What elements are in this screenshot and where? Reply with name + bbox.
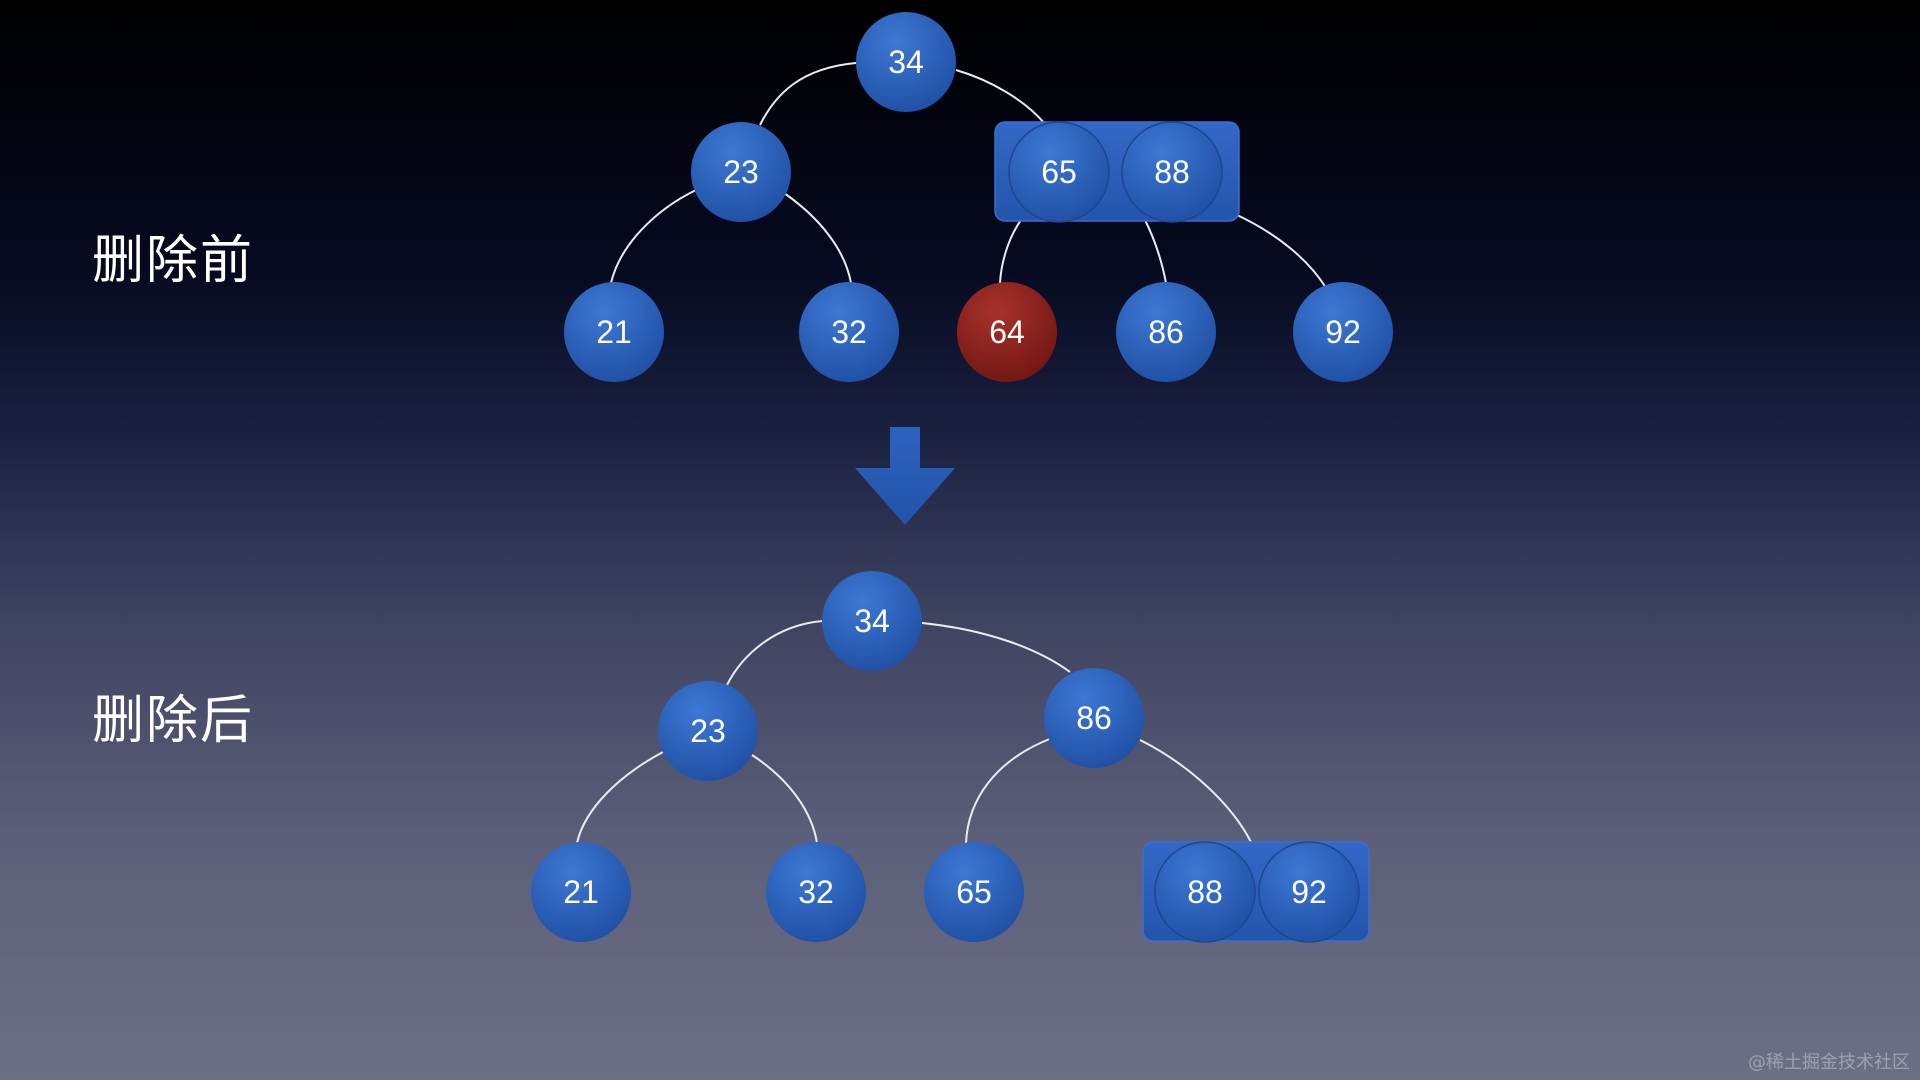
node-after-32-label: 32 <box>798 874 834 910</box>
node-32: 32 <box>799 282 899 382</box>
node-92-label: 92 <box>1325 314 1361 350</box>
node-21-label: 21 <box>596 314 632 350</box>
after-tree: 34 23 86 21 32 65 88 9 <box>531 571 1370 943</box>
watermark: @稀土掘金技术社区 <box>1748 1052 1910 1073</box>
node-after-65-label: 65 <box>956 874 992 910</box>
node-32-label: 32 <box>831 314 867 350</box>
edge-group-86 <box>1144 219 1167 284</box>
node-after-34-label: 34 <box>854 603 890 639</box>
node-23-label: 23 <box>723 154 759 190</box>
node-after-23-label: 23 <box>690 713 726 749</box>
node-after-23: 23 <box>658 681 758 781</box>
edge-23-21 <box>610 189 697 284</box>
node-21: 21 <box>564 282 664 382</box>
node-group-65-88: 65 88 <box>994 121 1240 223</box>
node-after-86: 86 <box>1044 668 1144 768</box>
node-after-34: 34 <box>822 571 922 671</box>
node-34: 34 <box>856 12 956 112</box>
node-after-92-label: 92 <box>1291 874 1327 910</box>
edge-after-86-group <box>1139 739 1252 843</box>
node-65-label: 65 <box>1041 154 1077 190</box>
node-64-label: 64 <box>989 314 1025 350</box>
node-86-label: 86 <box>1148 314 1184 350</box>
label-after-deletion: 删除后 <box>92 691 255 751</box>
edge-23-32 <box>783 192 852 284</box>
label-before-deletion: 删除前 <box>92 231 255 291</box>
edge-after-34-23 <box>726 620 824 686</box>
edge-after-23-21 <box>576 751 664 844</box>
node-34-label: 34 <box>888 44 924 80</box>
node-92: 92 <box>1293 282 1393 382</box>
node-86: 86 <box>1116 282 1216 382</box>
edge-group-92 <box>1234 213 1327 289</box>
node-after-32: 32 <box>766 842 866 942</box>
node-after-21: 21 <box>531 842 631 942</box>
edge-after-34-86 <box>921 622 1071 673</box>
node-88-label: 88 <box>1154 154 1190 190</box>
node-after-21-label: 21 <box>563 874 599 910</box>
edge-34-23 <box>759 62 857 126</box>
edge-34-group <box>955 69 1046 125</box>
node-after-86-label: 86 <box>1076 700 1112 736</box>
down-arrow-icon <box>855 427 955 525</box>
edge-after-86-65 <box>965 737 1053 844</box>
edge-after-23-32 <box>751 754 818 844</box>
before-tree: 34 23 65 88 21 32 64 86 <box>564 12 1393 382</box>
node-after-65: 65 <box>924 842 1024 942</box>
node-after-group-88-92: 88 92 <box>1142 841 1370 943</box>
node-23: 23 <box>691 122 791 222</box>
edge-group-64 <box>999 219 1022 284</box>
node-64-deleted: 64 <box>957 282 1057 382</box>
node-after-88-label: 88 <box>1187 874 1223 910</box>
